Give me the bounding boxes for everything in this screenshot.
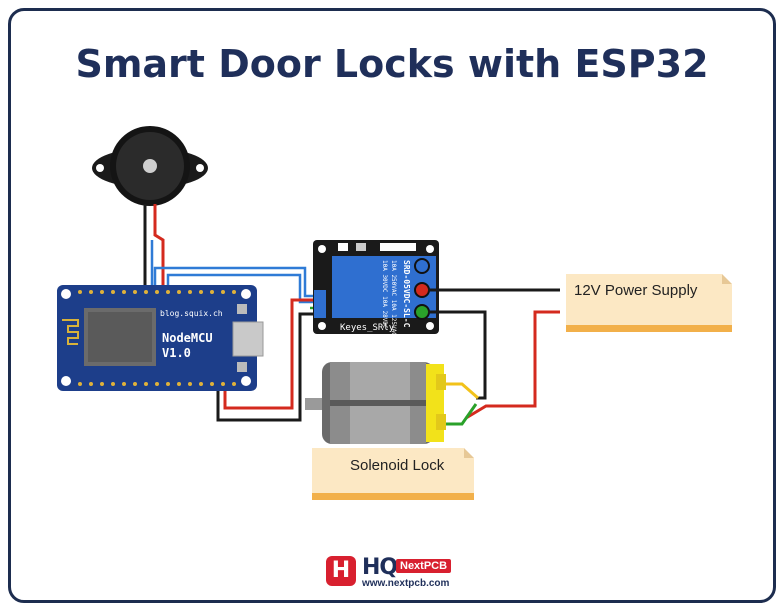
- wire-board-relay-black: [216, 312, 318, 422]
- page-title: Smart Door Locks with ESP32: [75, 42, 709, 86]
- relay-rating-1: 10A 250VAC 10A 125VAC: [390, 260, 397, 336]
- board-version-label: V1.0: [162, 346, 191, 360]
- relay-part-label: SRD-05VDC-SL-C: [402, 260, 411, 328]
- power-supply-label-box: 12V Power Supply: [566, 274, 732, 332]
- wire-solenoid-green: [444, 403, 478, 426]
- board-site-label: blog.squix.ch: [160, 309, 223, 318]
- wire-psu-solenoid-red: [465, 310, 560, 420]
- logo-hq-text: HQ: [362, 555, 398, 580]
- hq-logo-icon: H: [326, 556, 356, 586]
- board-name-label: NodeMCU: [162, 331, 213, 345]
- nodemcu-board: blog.squix.ch NodeMCU V1.0: [57, 285, 264, 391]
- wire-board-relay-blue-1: [153, 266, 318, 298]
- relay-module-label: Keyes_SRly: [340, 323, 395, 333]
- note-underline: [312, 493, 474, 500]
- wire-solenoid-yellow: [444, 382, 479, 400]
- relay-module: SRD-05VDC-SL-C 10A 250VAC 10A 125VAC 10A…: [313, 240, 439, 336]
- wire-buzzer-red: [153, 204, 165, 290]
- solenoid-lock: [305, 362, 446, 444]
- wire-relay-solenoid-black: [428, 310, 487, 400]
- solenoid-label-box: Solenoid Lock: [312, 448, 474, 500]
- note-underline: [566, 325, 732, 332]
- wire-board-relay-blue-2: [166, 273, 318, 304]
- logo-url: www.nextpcb.com: [362, 578, 450, 589]
- power-supply-label: 12V Power Supply: [574, 282, 698, 299]
- buzzer: [92, 126, 208, 206]
- note-fold: [722, 274, 732, 284]
- logo-brand-badge: NextPCB: [396, 559, 452, 573]
- note-fold: [464, 448, 474, 458]
- wire-board-relay-red: [223, 298, 318, 410]
- relay-rating-2: 10A 30VDC 10A 28VDC: [381, 260, 388, 329]
- solenoid-label: Solenoid Lock: [350, 457, 445, 474]
